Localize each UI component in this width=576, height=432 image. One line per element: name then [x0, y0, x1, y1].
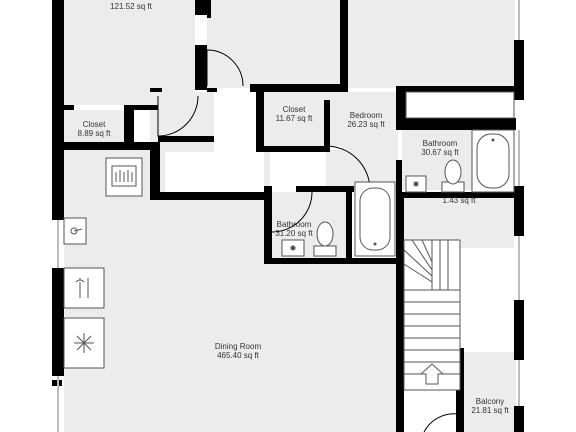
wall-corridor-top — [158, 136, 214, 142]
label-top-left-room-area: 121.52 sq ft — [110, 2, 153, 11]
door-top-left-room — [206, 49, 244, 87]
label-closet-left-area: 8.89 sq ft — [78, 129, 112, 138]
wall-right-outer-mid — [514, 186, 524, 236]
label-bedroom-name: Bedroom — [350, 111, 383, 120]
floor-center-top-room — [207, 0, 340, 88]
openings — [165, 92, 264, 192]
wall-center-top-right — [340, 0, 348, 92]
wall-left-outer — [52, 0, 64, 220]
wall-top-left-bottom-b — [124, 105, 158, 110]
toilet-right — [441, 159, 465, 193]
opening-hallway — [165, 152, 264, 192]
floor-center-hall — [326, 150, 354, 192]
wall-wardrobe-top — [396, 86, 516, 92]
label-balcony-name: Balcony — [476, 397, 504, 406]
staircase — [403, 239, 461, 391]
wall-stair-left — [396, 198, 404, 432]
wall-right-outer-lower — [514, 300, 524, 360]
wall-right-outer-top — [514, 40, 524, 100]
wall-closet-center-bottom — [256, 146, 326, 152]
sink-icon-bathroom-center — [281, 239, 305, 257]
sink-icon-left — [63, 217, 87, 245]
label-bathroom-right-area: 30.67 sq ft — [421, 148, 459, 157]
stairs-arrow-icon — [419, 363, 445, 385]
wall-corridor-bottom — [150, 192, 264, 200]
room-labels: 121.52 sq ft Closet 8.89 sq ft Closet 11… — [78, 2, 510, 415]
wall-bathroom-center-left — [264, 186, 272, 264]
bathtub-center — [354, 181, 396, 257]
label-closet-center-name: Closet — [283, 105, 306, 114]
label-bedroom-area: 26.23 sq ft — [347, 120, 385, 129]
doors — [157, 49, 459, 432]
wall-center-top-bottom — [207, 88, 217, 92]
wall-closet-center-right — [324, 100, 330, 152]
floor-top-left-room — [64, 0, 195, 105]
bathtub-right — [471, 129, 515, 193]
walls — [52, 0, 524, 432]
windows — [57, 0, 520, 432]
floor-dining-lower — [270, 258, 404, 432]
label-balcony-area: 21.81 sq ft — [471, 406, 509, 415]
wall-corridor-top-r — [150, 88, 162, 92]
door-corridor — [157, 95, 199, 137]
washer-icon — [63, 267, 105, 309]
door-balcony — [423, 413, 459, 432]
floor-balcony — [462, 352, 516, 432]
floor-top-right-room — [347, 0, 515, 88]
wall-top-left-right — [195, 0, 207, 15]
wall-closet-left-right — [124, 110, 134, 142]
wall-window-left-sill — [56, 212, 64, 216]
label-closet-center-area: 11.67 sq ft — [276, 114, 314, 123]
label-small-room-right-area: 1.43 sq ft — [443, 196, 477, 205]
wall-wardrobe-bottom — [396, 118, 516, 130]
fan-icon — [63, 317, 105, 369]
wall-center-top-left — [207, 0, 211, 18]
label-dining-room-name: Dining Room — [215, 342, 262, 351]
wall-corridor-left — [150, 142, 160, 200]
wall-bedroom-right — [396, 86, 406, 126]
wall-bathroom-right-bottom — [396, 192, 520, 198]
wardrobe — [405, 91, 515, 119]
stove-icon — [105, 157, 143, 197]
opening-center — [214, 92, 264, 152]
wall-closet-center-left — [256, 88, 264, 148]
toilet-center — [313, 221, 337, 257]
sink-icon-bathroom-right — [405, 175, 427, 193]
wall-left-outer-lower — [52, 268, 64, 376]
wall-top-left-right-b — [195, 45, 207, 90]
label-closet-left-name: Closet — [83, 120, 106, 129]
label-bathroom-right-name: Bathroom — [423, 139, 458, 148]
wall-top-left-bottom — [64, 105, 74, 110]
wall-right-outer-bottom — [514, 406, 524, 432]
label-dining-room-area: 465.40 sq ft — [217, 351, 260, 360]
wall-bathroom-center-top — [296, 186, 354, 192]
door-bathroom-center — [271, 191, 313, 233]
wall-center-top-bottom-b — [250, 84, 348, 92]
wall-closet-left-bottom — [64, 142, 150, 150]
wall-bedroom-right-b — [396, 160, 402, 196]
label-bathroom-center-area: 31.20 sq ft — [275, 229, 313, 238]
wall-bathroom-center-bottom — [264, 258, 402, 264]
wall-bathroom-center-right — [346, 192, 352, 258]
label-bathroom-center-name: Bathroom — [277, 220, 312, 229]
floor-closet-left — [64, 110, 124, 142]
